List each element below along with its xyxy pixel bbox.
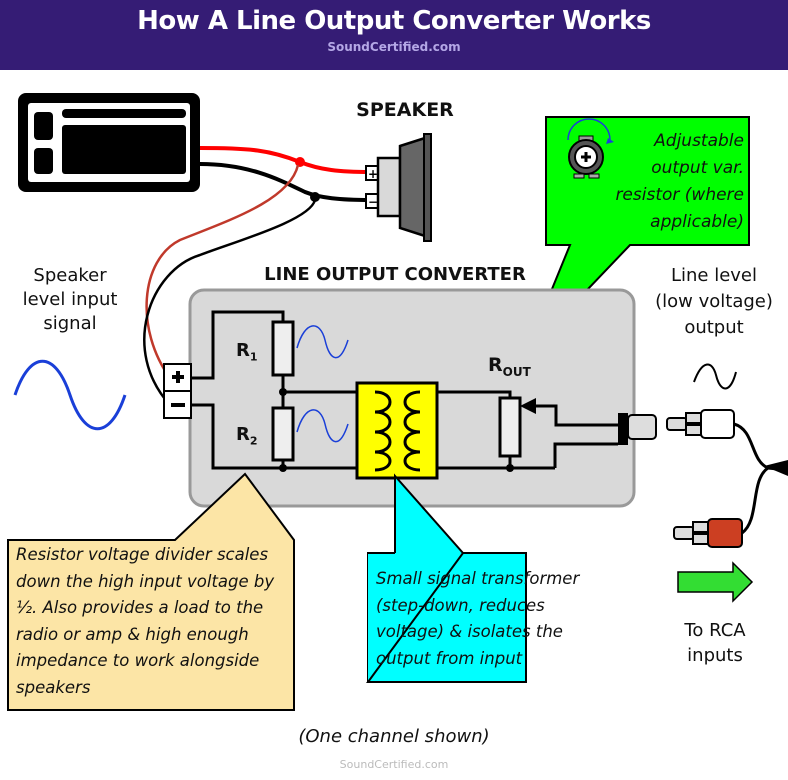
- callout-line: output var.: [651, 158, 744, 178]
- sine-wave-r2: [296, 409, 349, 443]
- red-tap-wire: [145, 164, 300, 379]
- arrow-right-icon: [677, 561, 754, 603]
- callout-line: ½. Also provides a load to the: [16, 598, 264, 617]
- rout-subscript: OUT: [502, 364, 531, 379]
- red-speaker-wire: [199, 146, 371, 174]
- to-rca-label: To RCA inputs: [660, 618, 770, 668]
- diagram-canvas: + −: [7, 93, 788, 711]
- speaker-icon: + −: [365, 133, 432, 242]
- divider-callout-box: [7, 472, 295, 711]
- black-tap-wire: [143, 199, 317, 406]
- to-rca-line: inputs: [687, 645, 743, 666]
- sine-wave-r1: [296, 325, 349, 359]
- callout-line: output from input: [376, 648, 523, 668]
- callout-line: impedance to work alongside: [16, 651, 260, 670]
- rca-cable: [733, 422, 788, 535]
- callout-line: resistor (where: [615, 185, 744, 205]
- wiper-arrow-icon: [520, 398, 536, 414]
- adjustable-pot-icon: [567, 118, 614, 179]
- callout-line: Small signal transformer: [376, 569, 580, 588]
- pot-callout-text: Adjustable output var. resistor (where a…: [612, 128, 744, 236]
- r1-subscript: 1: [249, 350, 258, 364]
- output-signal-label: Line level (low voltage) output: [640, 263, 788, 341]
- header-banner: How A Line Output Converter Works SoundC…: [0, 0, 788, 70]
- input-signal-line: level input: [22, 289, 118, 310]
- radio-head-unit-icon: [18, 93, 200, 192]
- speaker-label: SPEAKER: [356, 99, 454, 121]
- svg-text:+: +: [368, 167, 378, 181]
- r1-symbol: R: [236, 340, 250, 361]
- callout-line: Resistor voltage divider scales: [16, 545, 269, 564]
- callout-line: down the high input voltage by: [16, 571, 275, 591]
- resistor-rout: [498, 396, 522, 458]
- transformer-callout-text: Small signal transformer (step-down, red…: [376, 566, 580, 672]
- resistor-r1: [271, 320, 295, 377]
- divider-callout-text: Resistor voltage divider scales down the…: [16, 542, 291, 701]
- converter-label: LINE OUTPUT CONVERTER: [264, 264, 526, 285]
- one-channel-note: (One channel shown): [298, 726, 490, 747]
- r2-subscript: 2: [249, 434, 258, 448]
- callout-line: speakers: [16, 677, 91, 697]
- output-signal-line: (low voltage): [655, 291, 773, 312]
- page-title: How A Line Output Converter Works: [137, 6, 651, 36]
- site-name: SoundCertified.com: [327, 40, 461, 54]
- r2-label: R2: [236, 424, 258, 448]
- callout-line: applicable): [650, 212, 744, 232]
- watermark: SoundCertified.com: [339, 758, 449, 771]
- svg-text:−: −: [368, 195, 378, 209]
- rout-symbol: R: [488, 354, 503, 376]
- output-signal-line: Line level: [670, 265, 758, 286]
- sine-wave-input: [13, 360, 127, 430]
- r1-label: R1: [236, 340, 258, 364]
- r2-symbol: R: [236, 424, 250, 445]
- callout-line: (step-down, reduces: [376, 595, 545, 615]
- callout-line: voltage) & isolates the: [376, 622, 563, 641]
- input-signal-line: signal: [43, 313, 97, 334]
- resistor-r2: [271, 406, 295, 462]
- to-rca-line: To RCA: [684, 620, 746, 641]
- transformer-icon: [355, 381, 439, 480]
- rout-label: ROUT: [488, 354, 531, 379]
- rca-plug-white-icon: [666, 409, 735, 439]
- black-speaker-wire: [199, 162, 371, 202]
- input-signal-line: Speaker: [33, 265, 107, 286]
- input-signal-label: Speaker level input signal: [0, 264, 140, 336]
- callout-line: Adjustable: [654, 131, 744, 151]
- callout-line: radio or amp & high enough: [16, 624, 249, 644]
- output-signal-line: output: [684, 317, 744, 338]
- rca-plug-red-icon: [673, 518, 743, 548]
- input-terminal-block: [163, 363, 192, 419]
- rca-output-jack-icon: [618, 413, 657, 445]
- sine-wave-output: [693, 363, 737, 390]
